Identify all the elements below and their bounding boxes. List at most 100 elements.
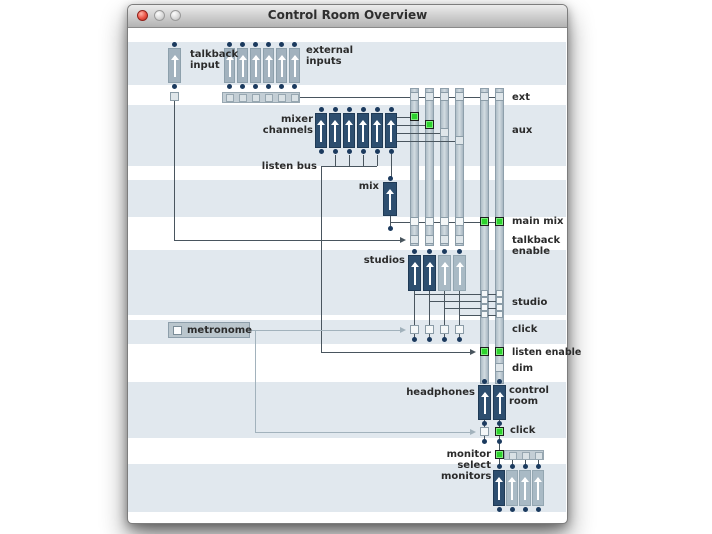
selector-cell[interactable] bbox=[509, 452, 517, 460]
ext-tap-3[interactable] bbox=[440, 92, 449, 101]
external-input-selector-bar[interactable] bbox=[222, 92, 300, 103]
fader-monitor-3[interactable] bbox=[519, 464, 531, 512]
studio-send-wire-1 bbox=[414, 294, 500, 295]
main-mix-tap-4[interactable] bbox=[455, 217, 464, 226]
talkback-enable-switch-1[interactable] bbox=[410, 235, 419, 244]
zoom-button[interactable] bbox=[170, 10, 181, 21]
studio-tap[interactable] bbox=[481, 304, 488, 311]
listen-enable-wire bbox=[321, 352, 474, 353]
monitor-selector-bar[interactable] bbox=[504, 450, 544, 460]
aux-bus-2 bbox=[425, 88, 434, 246]
fader-mixer-channel-3[interactable] bbox=[343, 107, 355, 154]
ext-tap-1[interactable] bbox=[410, 92, 419, 101]
studio-tap[interactable] bbox=[481, 311, 488, 318]
fader-mix[interactable] bbox=[383, 176, 397, 216]
main-mix-to-control-room-switch[interactable] bbox=[495, 217, 504, 226]
dim-switch[interactable] bbox=[495, 363, 504, 372]
label-studios: studios bbox=[363, 255, 405, 266]
studio-click-switch-3[interactable] bbox=[440, 325, 449, 334]
fader-external-input-4[interactable] bbox=[263, 42, 274, 89]
fader-external-input-2[interactable] bbox=[237, 42, 248, 89]
label-mix: mix bbox=[358, 181, 379, 192]
label-mixer-channels: mixer channels bbox=[262, 114, 313, 136]
fader-external-input-1[interactable] bbox=[224, 42, 235, 89]
fader-mixer-channel-5[interactable] bbox=[371, 107, 383, 154]
aux-send-switch-4[interactable] bbox=[455, 136, 464, 145]
main-mix-tap-2[interactable] bbox=[425, 217, 434, 226]
fader-external-input-6[interactable] bbox=[289, 42, 300, 89]
monitor-select-switch[interactable] bbox=[495, 450, 504, 459]
label-click-studio: click bbox=[512, 324, 538, 335]
metronome-checkbox[interactable] bbox=[173, 326, 182, 335]
window-titlebar[interactable]: Control Room Overview bbox=[128, 5, 567, 28]
fader-monitor-4[interactable] bbox=[532, 464, 544, 512]
fader-external-input-3[interactable] bbox=[250, 42, 261, 89]
selector-cell[interactable] bbox=[252, 94, 260, 102]
main-mix-to-phones-switch[interactable] bbox=[480, 217, 489, 226]
fader-headphones[interactable] bbox=[478, 379, 491, 426]
studio-tap[interactable] bbox=[496, 304, 503, 311]
label-dim: dim bbox=[512, 363, 534, 374]
studio-click-switch-2[interactable] bbox=[425, 325, 434, 334]
ext-tap-4[interactable] bbox=[455, 92, 464, 101]
label-monitors: monitors bbox=[441, 471, 492, 482]
studio-send-wire-3 bbox=[444, 308, 500, 309]
metronome-control[interactable]: metronome bbox=[168, 322, 252, 338]
label-main-mix: main mix bbox=[512, 216, 564, 227]
studio-tap[interactable] bbox=[496, 311, 503, 318]
studio-tap[interactable] bbox=[481, 290, 488, 297]
aux-send-switch-3[interactable] bbox=[440, 128, 449, 137]
studio-click-switch-1[interactable] bbox=[410, 325, 419, 334]
selector-cell[interactable] bbox=[239, 94, 247, 102]
selector-cell[interactable] bbox=[265, 94, 273, 102]
studio-click-switch-4[interactable] bbox=[455, 325, 464, 334]
studio-tap[interactable] bbox=[481, 297, 488, 304]
connection-dot bbox=[497, 439, 502, 444]
talkback-enable-switch-2[interactable] bbox=[425, 235, 434, 244]
fader-studio-3[interactable] bbox=[438, 249, 451, 291]
listen-enable-control-room-switch[interactable] bbox=[495, 347, 504, 356]
minimize-button[interactable] bbox=[154, 10, 165, 21]
selector-cell[interactable] bbox=[226, 94, 234, 102]
row-stripe bbox=[128, 42, 566, 85]
fader-talkback-input[interactable] bbox=[168, 42, 181, 89]
ext-tap-6[interactable] bbox=[495, 92, 504, 101]
fader-studio-2[interactable] bbox=[423, 249, 436, 291]
selector-cell[interactable] bbox=[291, 94, 299, 102]
fader-mixer-channel-4[interactable] bbox=[357, 107, 369, 154]
selector-cell[interactable] bbox=[522, 452, 530, 460]
aux-bus-3 bbox=[440, 88, 449, 246]
listen-bus-tick bbox=[335, 155, 336, 166]
ext-tap-5[interactable] bbox=[480, 92, 489, 101]
studio-tap[interactable] bbox=[496, 297, 503, 304]
label-talkback-enable: talkback enable bbox=[512, 235, 561, 257]
fader-mixer-channel-1[interactable] bbox=[315, 107, 327, 154]
fader-mixer-channel-6[interactable] bbox=[385, 107, 397, 154]
ext-tap-2[interactable] bbox=[425, 92, 434, 101]
aux-send-switch-1[interactable] bbox=[410, 112, 419, 121]
fader-monitor-1[interactable] bbox=[493, 464, 505, 512]
headphones-click-switch[interactable] bbox=[480, 427, 489, 436]
fader-studio-4[interactable] bbox=[453, 249, 466, 291]
selector-cell[interactable] bbox=[535, 452, 543, 460]
main-mix-tap-1[interactable] bbox=[410, 217, 419, 226]
listen-enable-phones-switch[interactable] bbox=[480, 347, 489, 356]
talkback-enable-switch-4[interactable] bbox=[455, 235, 464, 244]
talkback-enable-switch-3[interactable] bbox=[440, 235, 449, 244]
aux-send-switch-2[interactable] bbox=[425, 120, 434, 129]
fader-studio-1[interactable] bbox=[408, 249, 421, 291]
main-mix-tap-3[interactable] bbox=[440, 217, 449, 226]
studio-send-wire-2 bbox=[429, 301, 500, 302]
studio-tap[interactable] bbox=[496, 290, 503, 297]
close-button[interactable] bbox=[137, 10, 148, 21]
talkback-node[interactable] bbox=[170, 92, 179, 101]
fader-external-input-5[interactable] bbox=[276, 42, 287, 89]
window-title: Control Room Overview bbox=[267, 8, 428, 22]
fader-monitor-2[interactable] bbox=[506, 464, 518, 512]
selector-cell[interactable] bbox=[278, 94, 286, 102]
control-room-click-switch[interactable] bbox=[495, 427, 504, 436]
aux-send-wire-4 bbox=[397, 141, 460, 142]
fader-mixer-channel-2[interactable] bbox=[329, 107, 341, 154]
fader-control-room[interactable] bbox=[493, 379, 506, 426]
label-aux: aux bbox=[512, 125, 533, 136]
